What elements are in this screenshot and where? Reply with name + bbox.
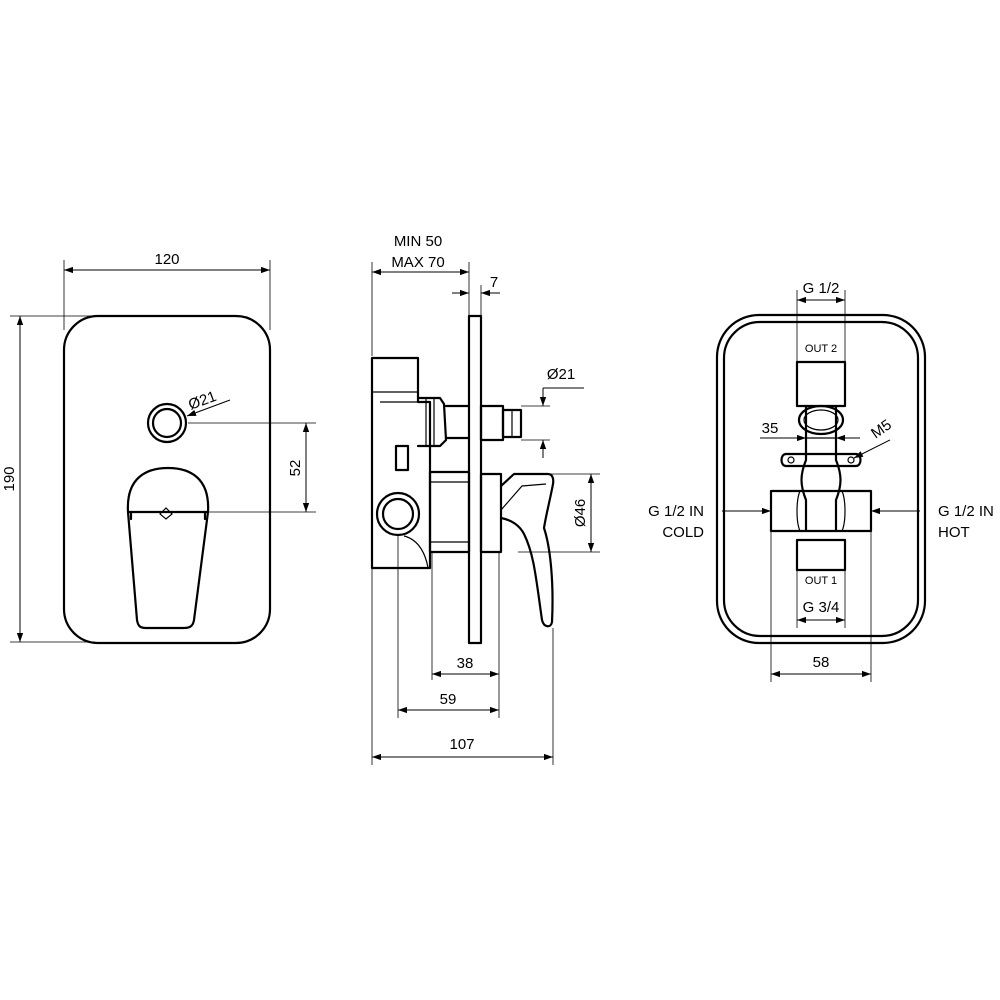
back-mounting-bracket: [780, 452, 862, 468]
back-width-dim: 58: [813, 654, 830, 671]
back-out1-label: OUT 1: [805, 575, 837, 587]
side-dim-59: 59: [440, 691, 457, 708]
side-diverter-button: [479, 404, 505, 442]
front-height-dim: 190: [1, 466, 18, 491]
back-hot-label: HOT: [938, 524, 970, 541]
side-valve-body: [370, 356, 432, 570]
back-cold-port-size: G 1/2 IN: [648, 503, 704, 520]
side-lever-handle: [499, 472, 555, 628]
back-screw-size: M5: [868, 416, 895, 442]
side-lever-diameter: Ø46: [572, 499, 589, 527]
front-lever-marker: [159, 507, 173, 520]
back-out2-label: OUT 2: [805, 343, 837, 355]
front-center-distance: 52: [287, 460, 304, 477]
side-plate-thickness: 7: [490, 274, 498, 291]
side-diverter-spindle: [416, 396, 448, 448]
side-cover-plate: [467, 314, 483, 645]
back-out1-port: [795, 538, 847, 572]
back-out2-port: [795, 360, 847, 408]
front-width-dim: 120: [154, 251, 179, 268]
back-dim-35: 35: [762, 420, 779, 437]
front-view: 120 190 Ø21 52: [1, 251, 316, 645]
side-view: MIN 50 MAX 70 7 Ø21 Ø46 38 59 107: [370, 233, 600, 765]
back-central-pipe: [800, 404, 842, 532]
front-button-diameter: Ø21: [186, 388, 218, 414]
side-dim-107: 107: [449, 736, 474, 753]
front-diverter-button: [146, 402, 188, 444]
back-inlet-block: [769, 489, 873, 533]
front-lever-handle: [126, 466, 210, 630]
side-dim-38: 38: [457, 655, 474, 672]
back-inner-plate: [722, 320, 920, 638]
back-cold-label: COLD: [662, 524, 704, 541]
back-bottom-port-size: G 3/4: [803, 599, 840, 616]
back-top-port-size: G 1/2: [803, 280, 840, 297]
side-button-diameter: Ø21: [547, 366, 575, 383]
back-hot-port-size: G 1/2 IN: [938, 503, 994, 520]
side-cartridge: [428, 470, 471, 554]
back-view: OUT 2 OUT 1 G 1/2 35 M5 G 1/2 IN COLD: [648, 280, 994, 682]
front-cover-plate: [62, 314, 272, 645]
side-max-depth: MAX 70: [391, 254, 444, 271]
side-min-depth: MIN 50: [394, 233, 442, 250]
back-outer-plate: [715, 313, 927, 645]
